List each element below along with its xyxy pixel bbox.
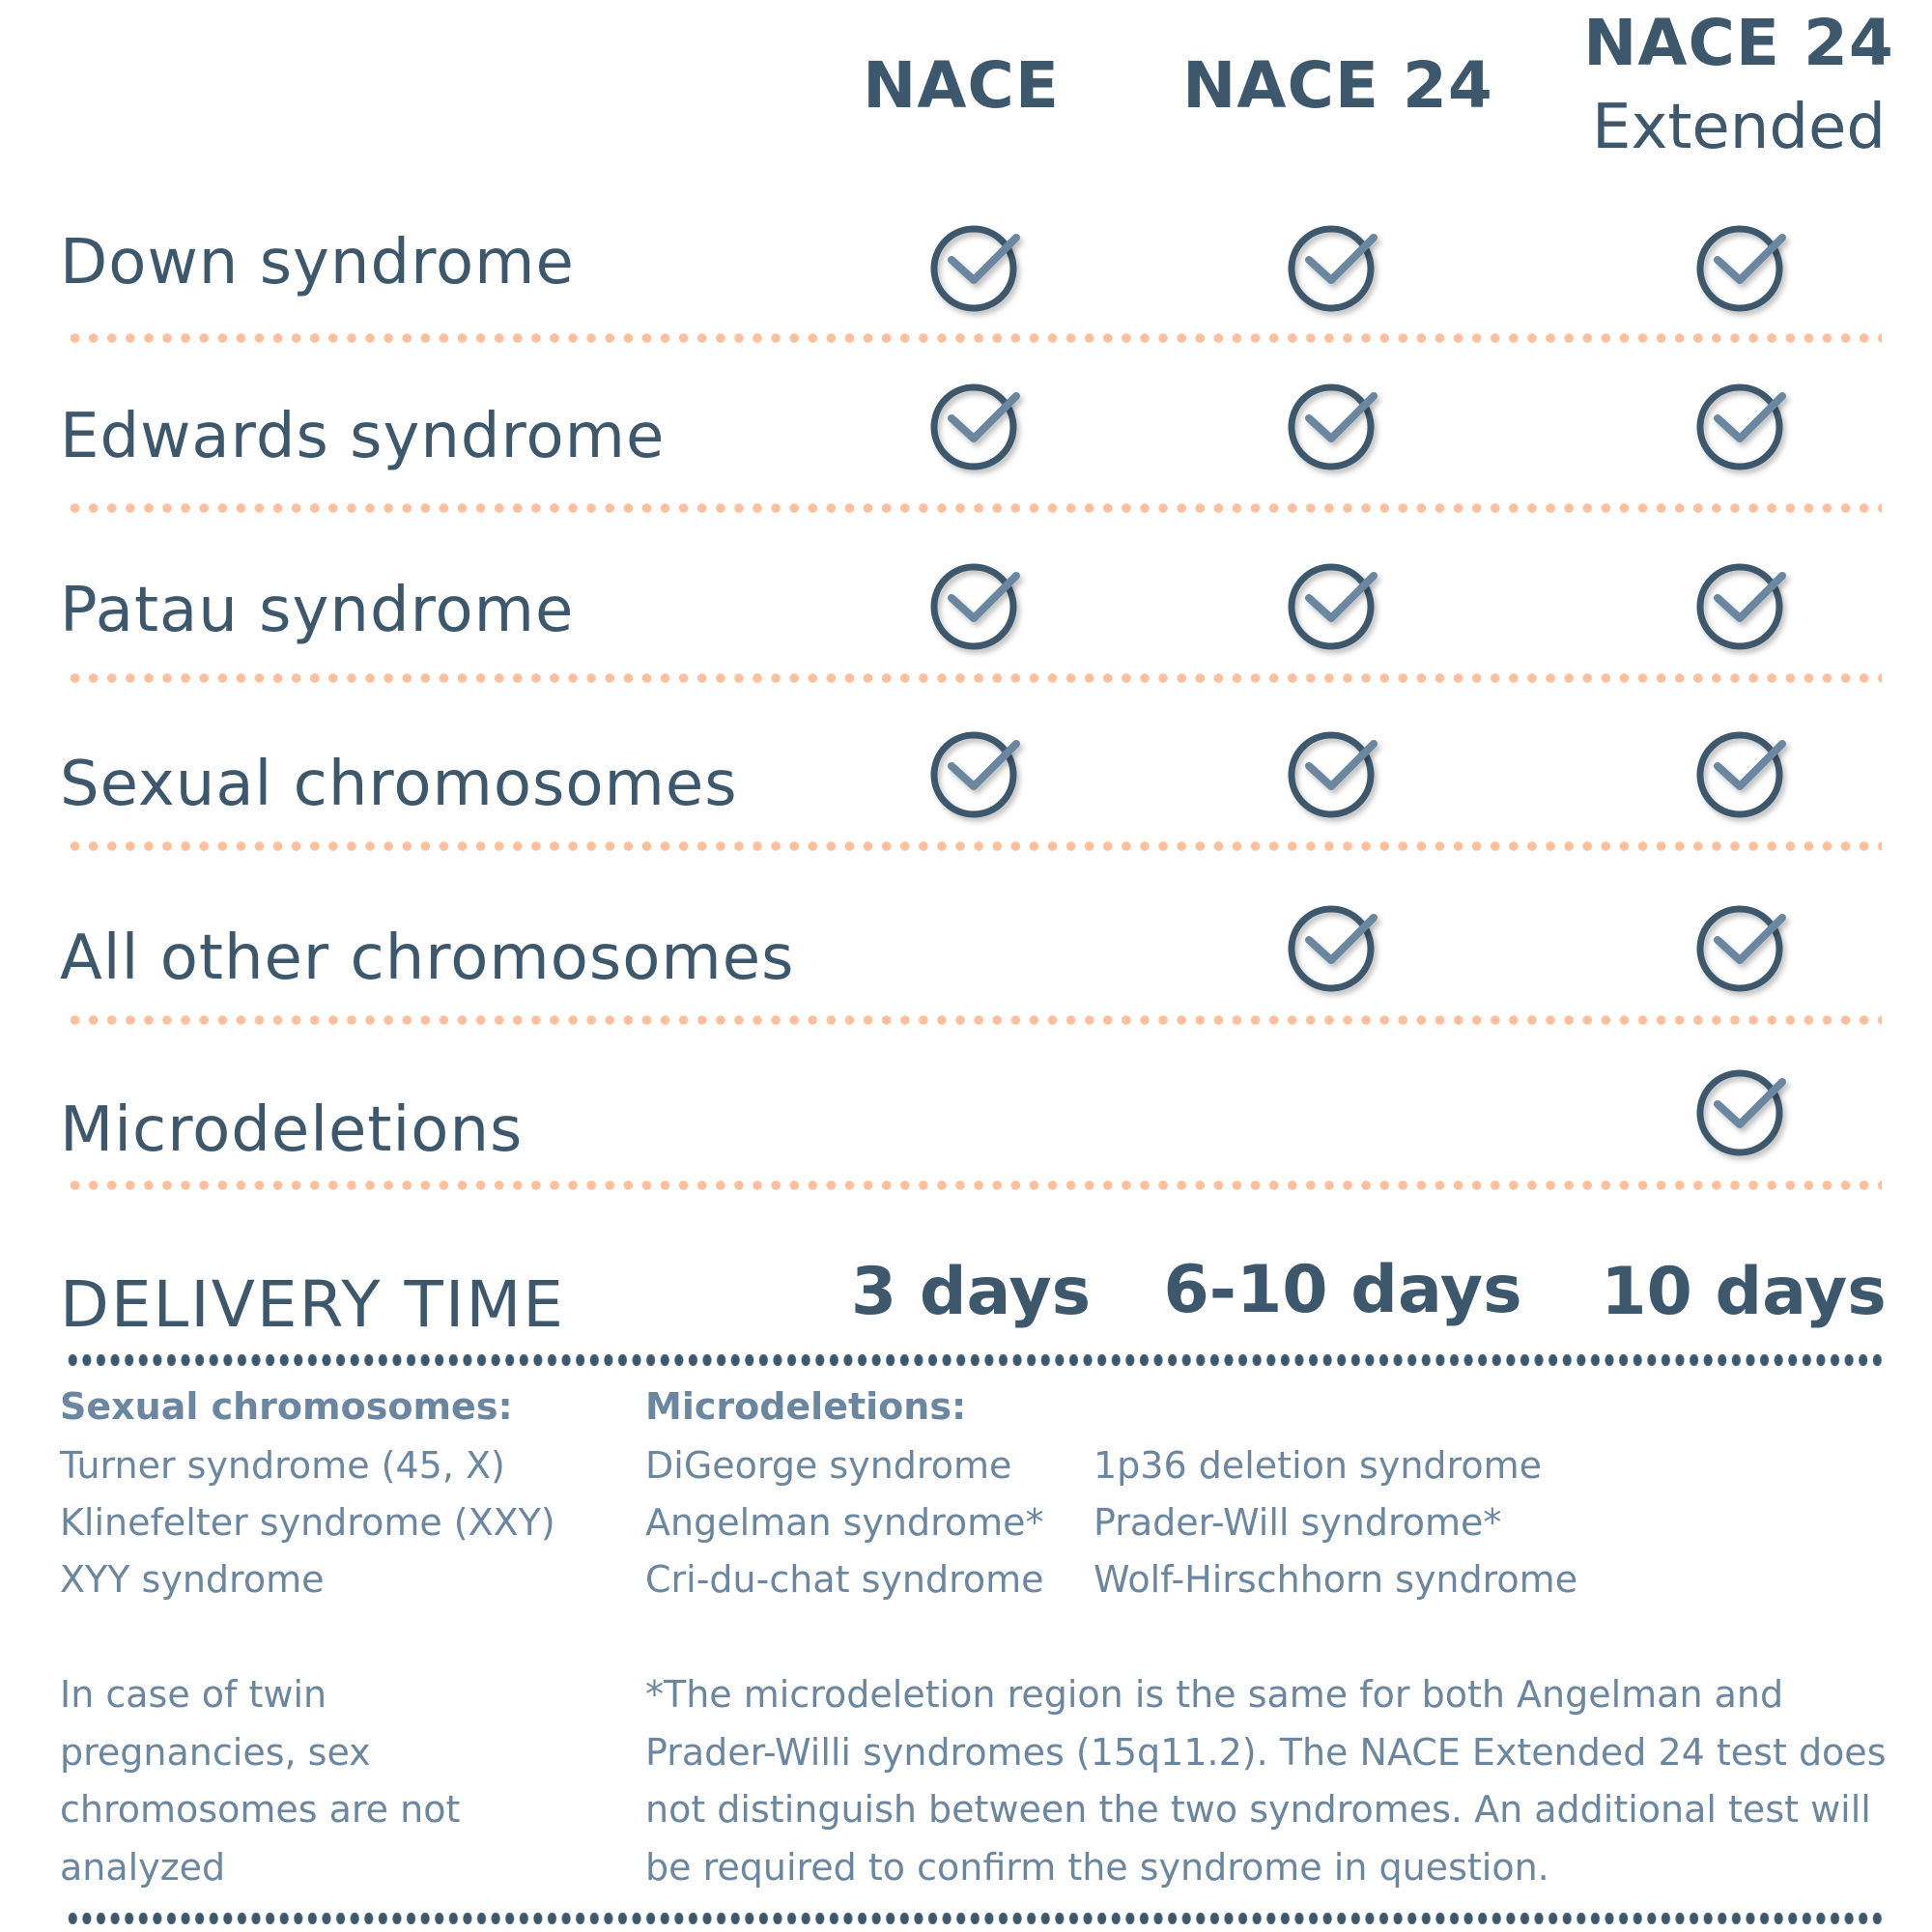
check-circle-icon <box>1696 220 1793 317</box>
microdeletions-list-col2: 1p36 deletion syndrome Prader-Will syndr… <box>1094 1437 1577 1608</box>
check-circle-icon <box>1288 900 1384 997</box>
list-item: Turner syndrome (45, X) <box>60 1444 505 1487</box>
delivery-time-nace: 3 days <box>850 1254 1092 1330</box>
list-item: Prader-Will syndrome* <box>1094 1501 1502 1544</box>
row-label-all-other-chromosomes: All other chromosomes <box>60 923 795 994</box>
list-item: Wolf-Hirschhorn syndrome <box>1094 1558 1578 1601</box>
check-circle-icon <box>1288 558 1384 655</box>
row-divider <box>66 1015 1882 1025</box>
microdeletions-list-col1: DiGeorge syndrome Angelman syndrome* Cri… <box>645 1437 1044 1608</box>
sexual-chromosomes-list: Turner syndrome (45, X) Klinefelter synd… <box>60 1437 555 1608</box>
list-item: XYY syndrome <box>60 1558 325 1601</box>
check-circle-icon <box>930 726 1027 823</box>
list-item: DiGeorge syndrome <box>645 1444 1012 1487</box>
list-item: Klinefelter syndrome (XXY) <box>60 1501 555 1544</box>
row-divider <box>66 503 1882 513</box>
column-header-nace24-extended-title: NACE 24 <box>1583 6 1894 80</box>
check-circle-icon <box>1696 726 1793 823</box>
row-divider <box>66 1180 1882 1190</box>
delivery-time-nace24-extended: 10 days <box>1601 1254 1887 1330</box>
check-circle-icon <box>930 379 1027 475</box>
check-circle-icon <box>1696 379 1793 475</box>
angelman-prader-willi-note: *The microdeletion region is the same fo… <box>645 1673 1887 1889</box>
check-circle-icon <box>1696 558 1793 655</box>
row-label-down-syndrome: Down syndrome <box>60 227 575 298</box>
check-circle-icon <box>1288 726 1384 823</box>
section-divider <box>66 1354 1882 1366</box>
sexual-chromosomes-heading: Sexual chromosomes: <box>60 1385 513 1428</box>
row-divider <box>66 673 1882 683</box>
column-header-nace: NACE <box>863 48 1060 123</box>
column-header-nace24: NACE 24 <box>1182 48 1493 123</box>
check-circle-icon <box>1288 220 1384 317</box>
column-header-nace24-extended-subtitle: Extended <box>1592 92 1886 163</box>
list-item: 1p36 deletion syndrome <box>1094 1444 1542 1487</box>
bottom-divider <box>66 1913 1882 1924</box>
row-label-edwards-syndrome: Edwards syndrome <box>60 401 666 472</box>
row-label-sexual-chromosomes: Sexual chromosomes <box>60 749 738 820</box>
delivery-time-nace24: 6-10 days <box>1163 1252 1522 1328</box>
row-label-patau-syndrome: Patau syndrome <box>60 575 575 646</box>
row-divider <box>66 333 1882 343</box>
delivery-time-label: DELIVERY TIME <box>60 1267 565 1342</box>
microdeletions-heading: Microdeletions: <box>645 1385 967 1428</box>
list-item: Cri-du-chat syndrome <box>645 1558 1044 1601</box>
check-circle-icon <box>1696 900 1793 997</box>
check-circle-icon <box>1696 1065 1793 1161</box>
row-divider <box>66 841 1882 851</box>
check-circle-icon <box>930 558 1027 655</box>
twin-pregnancy-note: In case of twin pregnancies, sex chromos… <box>60 1673 461 1889</box>
list-item: Angelman syndrome* <box>645 1501 1044 1544</box>
row-label-microdeletions: Microdeletions <box>60 1094 524 1166</box>
check-circle-icon <box>930 220 1027 317</box>
check-circle-icon <box>1288 379 1384 475</box>
